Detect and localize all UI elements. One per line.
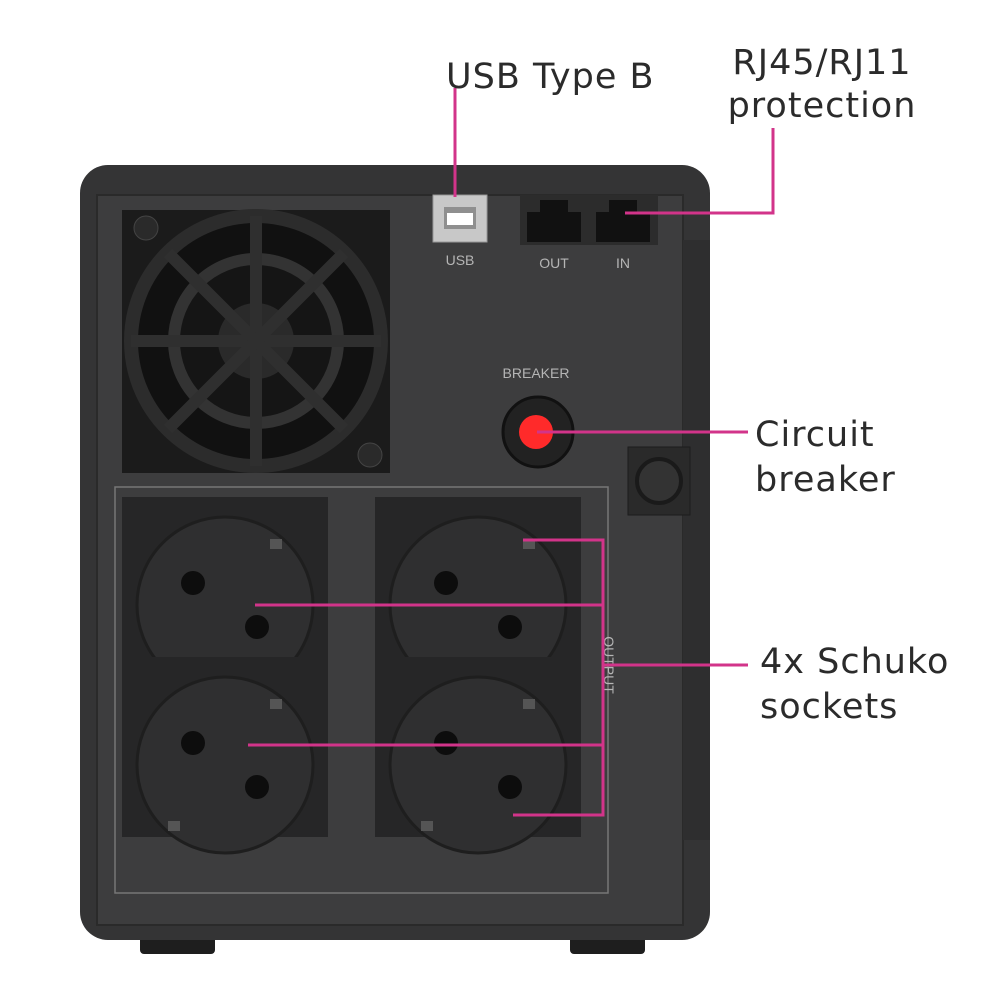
callout-sockets-line1: 4x Schuko: [760, 642, 949, 682]
earth-clip: [523, 539, 535, 549]
socket-pin-hole: [498, 615, 522, 639]
callout-breaker-line2: breaker: [755, 460, 896, 500]
breaker-button[interactable]: [519, 415, 553, 449]
earth-clip: [421, 821, 433, 831]
earth-clip: [168, 821, 180, 831]
earth-clip: [270, 699, 282, 709]
rj-out-port: [527, 200, 581, 242]
socket-frame: [114, 486, 609, 894]
schuko-socket: [375, 497, 581, 695]
power-inlet-knob: [635, 457, 683, 505]
schuko-socket: [122, 657, 328, 855]
leader-line-rj: [625, 128, 775, 215]
screw-icon: [357, 442, 383, 468]
callout-sockets-line2: sockets: [760, 687, 898, 727]
socket-pin-hole: [498, 775, 522, 799]
screw-icon: [133, 215, 159, 241]
schuko-socket: [375, 657, 581, 855]
rj-in-port: [596, 200, 650, 242]
earth-clip: [523, 699, 535, 709]
fan-grille: [122, 209, 390, 473]
leader-lines-sockets: [248, 538, 748, 817]
socket-pin-hole: [181, 571, 205, 595]
breaker-label: BREAKER: [503, 365, 570, 381]
socket-pin-hole: [245, 775, 269, 799]
socket-pin-hole: [245, 615, 269, 639]
callout-rj-line2: protection: [728, 86, 917, 126]
rj-in-label: IN: [616, 255, 630, 271]
callout-usb: USB Type B: [446, 57, 655, 97]
usb-port-label: USB: [446, 252, 475, 268]
schuko-socket: [122, 497, 328, 695]
callout-breaker-line1: Circuit: [755, 415, 875, 455]
side-edge: [683, 240, 710, 840]
socket-pin-hole: [181, 731, 205, 755]
rj-out-label: OUT: [539, 255, 569, 271]
usb-b-port: [432, 194, 488, 243]
socket-pin-hole: [434, 731, 458, 755]
callout-rj-line1: RJ45/RJ11: [732, 43, 911, 83]
socket-pin-hole: [434, 571, 458, 595]
earth-clip: [270, 539, 282, 549]
